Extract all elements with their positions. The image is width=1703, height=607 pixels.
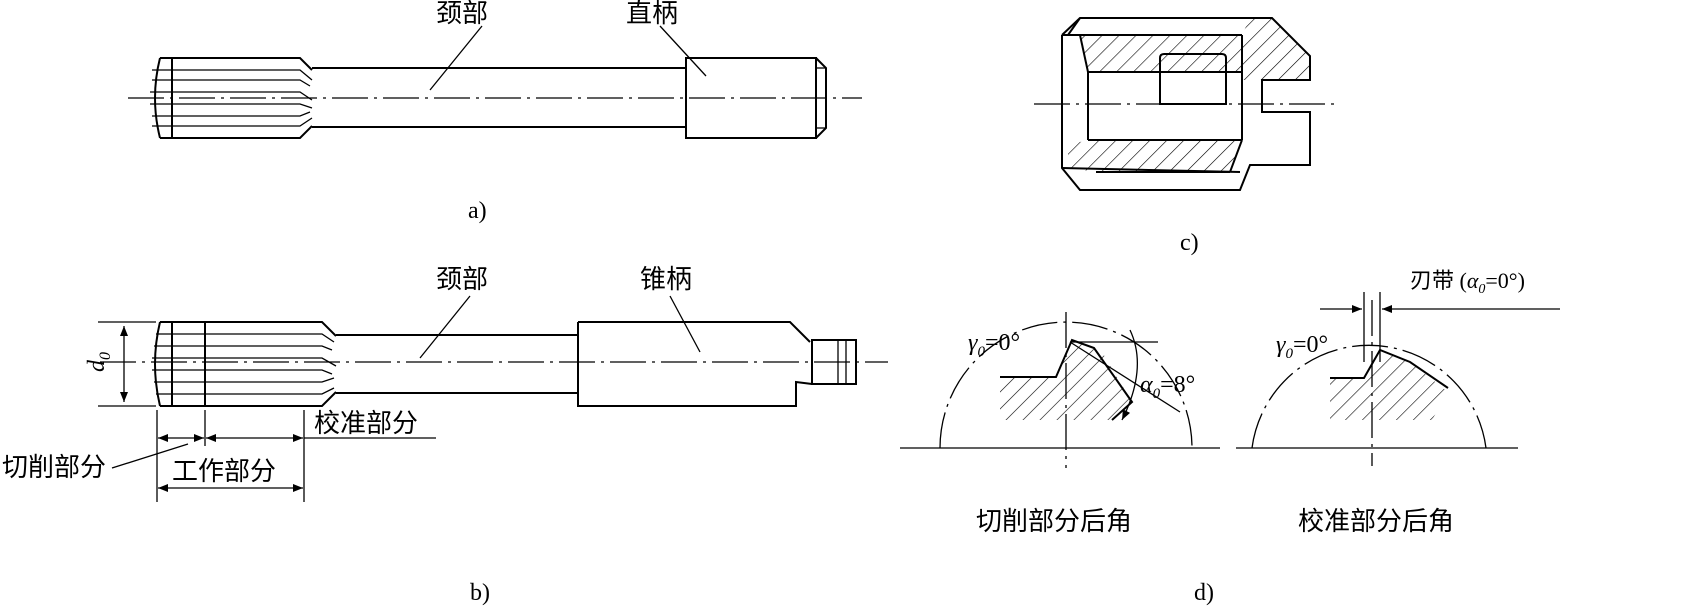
caption-d: d): [1194, 580, 1214, 606]
reamer-c-section: [1034, 17, 1340, 191]
label-taper-shank: 锥柄: [640, 265, 692, 294]
label-working-section: 工作部分: [172, 457, 276, 486]
label-neck-b: 颈部: [436, 265, 488, 294]
cutting-teeth-a: [150, 57, 313, 139]
caption-a: a): [468, 198, 487, 224]
calibrating-clearance-angle-diagram: [1236, 292, 1560, 466]
taper-shank-b: [577, 322, 813, 407]
label-cutting-clearance-angle: 切削部分后角: [976, 507, 1132, 536]
label-alpha-cutting: α0=8°: [1140, 372, 1195, 402]
label-neck-a: 颈部: [436, 0, 488, 28]
label-d0: d0: [84, 352, 114, 372]
label-gamma-cutting: γ0=0°: [968, 330, 1020, 360]
cutting-teeth-b: [152, 321, 337, 407]
label-cutting-section: 切削部分: [2, 453, 106, 482]
cutting-clearance-angle-diagram: [900, 312, 1220, 468]
caption-b: b): [470, 580, 490, 606]
label-calibrating-clearance-angle: 校准部分后角: [1298, 507, 1454, 536]
reamer-a-drawing: [128, 25, 862, 139]
caption-c: c): [1180, 230, 1199, 256]
label-calibrating-section: 校准部分: [314, 409, 418, 438]
label-gamma-calibrating: γ0=0°: [1276, 332, 1328, 362]
label-straight-shank: 直柄: [626, 0, 678, 28]
tang-b: [811, 339, 857, 385]
reamer-b-drawing: [98, 295, 888, 502]
label-land: 刃带 (α0=0°): [1410, 268, 1525, 297]
straight-shank-a: [685, 57, 817, 139]
